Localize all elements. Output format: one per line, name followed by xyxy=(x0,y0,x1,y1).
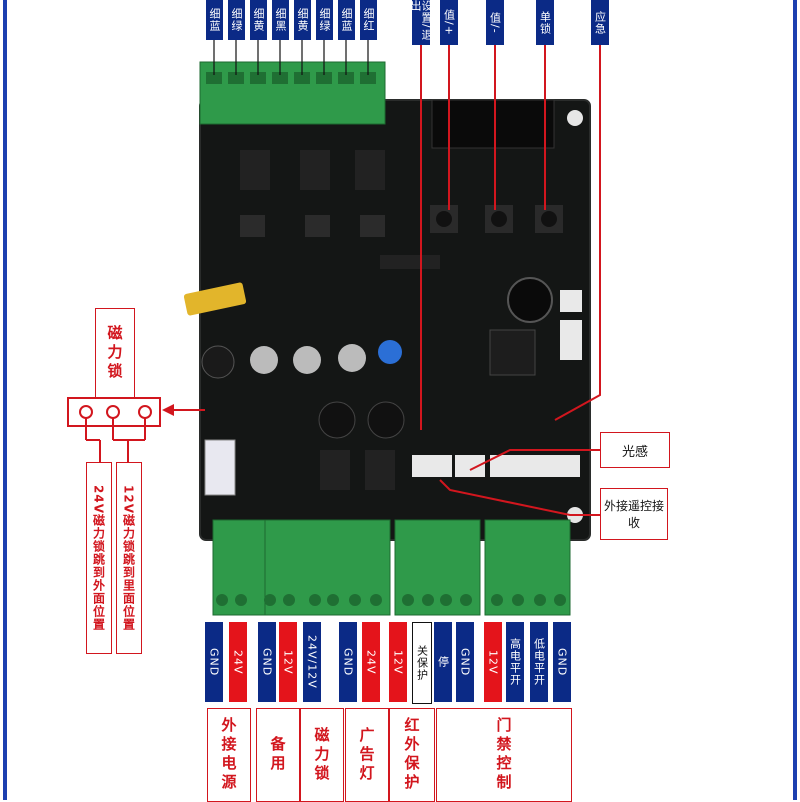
wire-label: 细红 xyxy=(360,0,377,40)
remote-receiver-label: 外接遥控接收 xyxy=(600,488,668,540)
terminal-label: 24V xyxy=(229,622,247,702)
wire-label: 细绿 xyxy=(316,0,333,40)
buzzer xyxy=(507,277,553,323)
wire-label: 细蓝 xyxy=(338,0,355,40)
group-spare-text: 备用 xyxy=(268,736,287,774)
group-ad-light: 广告灯 xyxy=(345,708,389,802)
remote-receiver-text: 外接遥控接收 xyxy=(603,499,664,530)
maglock-note-12v: 12V磁力锁跳到里面位置 xyxy=(116,462,142,654)
group-access-control: 门禁控制 xyxy=(436,708,572,802)
terminal-label: 12V xyxy=(389,622,407,702)
terminal-label: 12V xyxy=(484,622,502,702)
wire-label: 细蓝 xyxy=(206,0,223,40)
light-sense-label: 光感 xyxy=(600,432,670,468)
terminal-label: 24V xyxy=(362,622,380,702)
maglock-note-24v: 24V磁力锁跳到外面位置 xyxy=(86,462,112,654)
terminal-label: GND xyxy=(456,622,474,702)
wire-label: 细黑 xyxy=(272,0,289,40)
group-infrared-protection: 红外保护 xyxy=(389,708,435,802)
terminal-label: 24V/12V xyxy=(303,622,321,702)
button-label-value-plus: 值/+ xyxy=(440,0,458,45)
wire-label: 细绿 xyxy=(228,0,245,40)
group-spare: 备用 xyxy=(256,708,300,802)
button-leader-lines xyxy=(420,45,601,430)
wire-label: 细黄 xyxy=(250,0,267,40)
group-ad-light-text: 广告灯 xyxy=(357,726,376,784)
button-label-value-minus: 值/- xyxy=(486,0,504,45)
terminal-label: 高电平开 xyxy=(506,622,524,702)
terminal-label: 12V xyxy=(279,622,297,702)
terminal-label: GND xyxy=(205,622,223,702)
maglock-label-text: 磁力锁 xyxy=(105,324,124,382)
button-label-single-lock: 单锁 xyxy=(536,0,554,45)
terminal-label: 低电平开 xyxy=(530,622,548,702)
terminal-screws xyxy=(216,594,566,606)
maglock-arrow xyxy=(85,404,205,462)
maglock-pins xyxy=(67,397,161,427)
maglock-note-24v-text: 24V磁力锁跳到外面位置 xyxy=(91,485,106,631)
group-infrared-protection-text: 红外保护 xyxy=(402,717,421,793)
terminal-label: GND xyxy=(258,622,276,702)
light-sense-text: 光感 xyxy=(621,444,648,460)
right-leader-lines xyxy=(439,449,600,516)
seven-segment-display xyxy=(431,99,555,149)
group-external-power-text: 外接电源 xyxy=(219,717,238,793)
terminal-label: 停 xyxy=(434,622,452,702)
terminal-label: 关保护 xyxy=(412,622,432,704)
top-leader-lines xyxy=(213,40,369,75)
terminal-label: GND xyxy=(339,622,357,702)
group-magnetic-lock: 磁力锁 xyxy=(300,708,344,802)
wire-label: 细黄 xyxy=(294,0,311,40)
maglock-note-12v-text: 12V磁力锁跳到里面位置 xyxy=(121,485,136,631)
group-magnetic-lock-text: 磁力锁 xyxy=(312,726,331,784)
pcb-board xyxy=(183,99,591,541)
maglock-label: 磁力锁 xyxy=(95,308,135,398)
group-access-control-text: 门禁控制 xyxy=(494,717,513,793)
button-label-setup-exit: 设置/退出 xyxy=(409,0,433,45)
top-terminal-block xyxy=(199,61,386,125)
group-external-power: 外接电源 xyxy=(207,708,251,802)
terminal-label: GND xyxy=(553,622,571,702)
button-label-emergency: 应急 xyxy=(591,0,609,45)
